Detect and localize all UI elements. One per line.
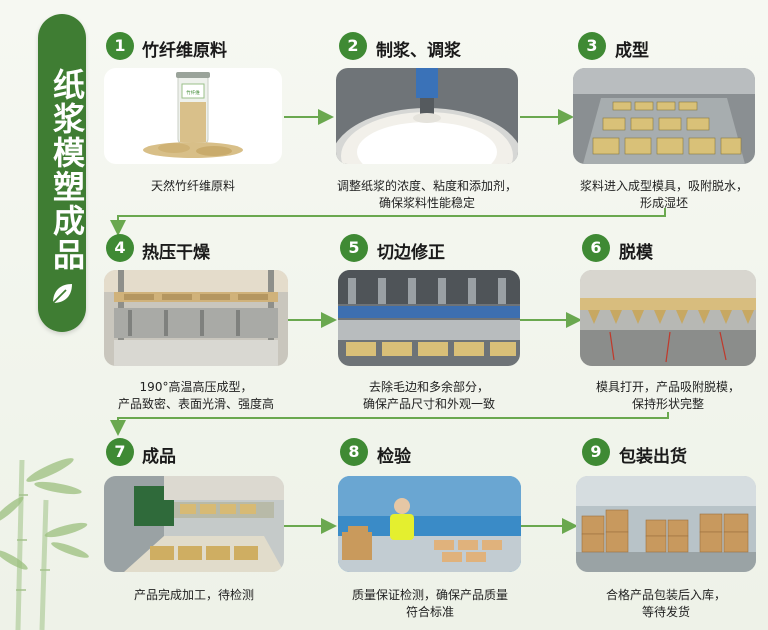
page-title: 纸浆模塑成品: [48, 68, 86, 272]
step-7-photo: [104, 476, 284, 572]
step-5-title: 切边修正: [377, 243, 445, 263]
step-5-number: 5: [340, 234, 368, 262]
step-9-description: 合格产品包装后入库， 等待发货: [605, 588, 726, 619]
step-6-photo: [580, 270, 756, 366]
step-4-photo: [104, 270, 288, 366]
step-1-title: 竹纤维原料: [142, 41, 227, 61]
step-6-title: 脱模: [619, 243, 653, 263]
step-2-photo: [336, 68, 518, 164]
step-7-description: 产品完成加工，待检测: [133, 588, 254, 602]
step-2-title: 制浆、调浆: [376, 41, 461, 61]
step-2-number: 2: [339, 32, 367, 60]
step-8-number: 8: [340, 438, 368, 466]
step-8-title: 检验: [377, 447, 411, 467]
step-4-title: 热压干燥: [142, 243, 210, 263]
step-7-number: 7: [106, 438, 134, 466]
step-8-description: 质量保证检测，确保产品质量 符合标准: [351, 588, 508, 619]
step-6-description: 模具打开，产品吸附脱模， 保持形状完整: [595, 380, 740, 411]
step-9-photo: [576, 476, 756, 572]
bamboo-decoration-icon: [0, 458, 89, 630]
step-8-photo: [338, 476, 521, 572]
step-7-title: 成品: [142, 447, 176, 467]
step-9-number: 9: [582, 438, 610, 466]
step-5-description: 去除毛边和多余部分， 确保产品尺寸和外观一致: [362, 380, 495, 411]
jar-label: 竹纤维: [186, 89, 200, 96]
step-6-number: 6: [582, 234, 610, 262]
step-1-number: 1: [106, 32, 134, 60]
step-1-description: 天然竹纤维原料: [150, 179, 235, 193]
step-3-photo: [573, 68, 755, 164]
step-3-description: 浆料进入成型模具，吸附脱水， 形成湿坯: [579, 179, 748, 210]
step-3-title: 成型: [615, 41, 649, 61]
step-4-description: 190°高温高压成型， 产品致密、表面光滑、强度高: [117, 380, 274, 411]
step-1-photo: 竹纤维: [104, 68, 282, 164]
step-5-photo: [338, 270, 520, 366]
step-3-number: 3: [578, 32, 606, 60]
step-2-description: 调整纸浆的浓度、粘度和添加剂， 确保浆料性能稳定: [336, 179, 517, 210]
leaf-icon: [52, 284, 72, 304]
step-4-number: 4: [106, 234, 134, 262]
title-banner: 纸浆模塑成品: [38, 14, 86, 332]
step-9-title: 包装出货: [619, 447, 687, 467]
